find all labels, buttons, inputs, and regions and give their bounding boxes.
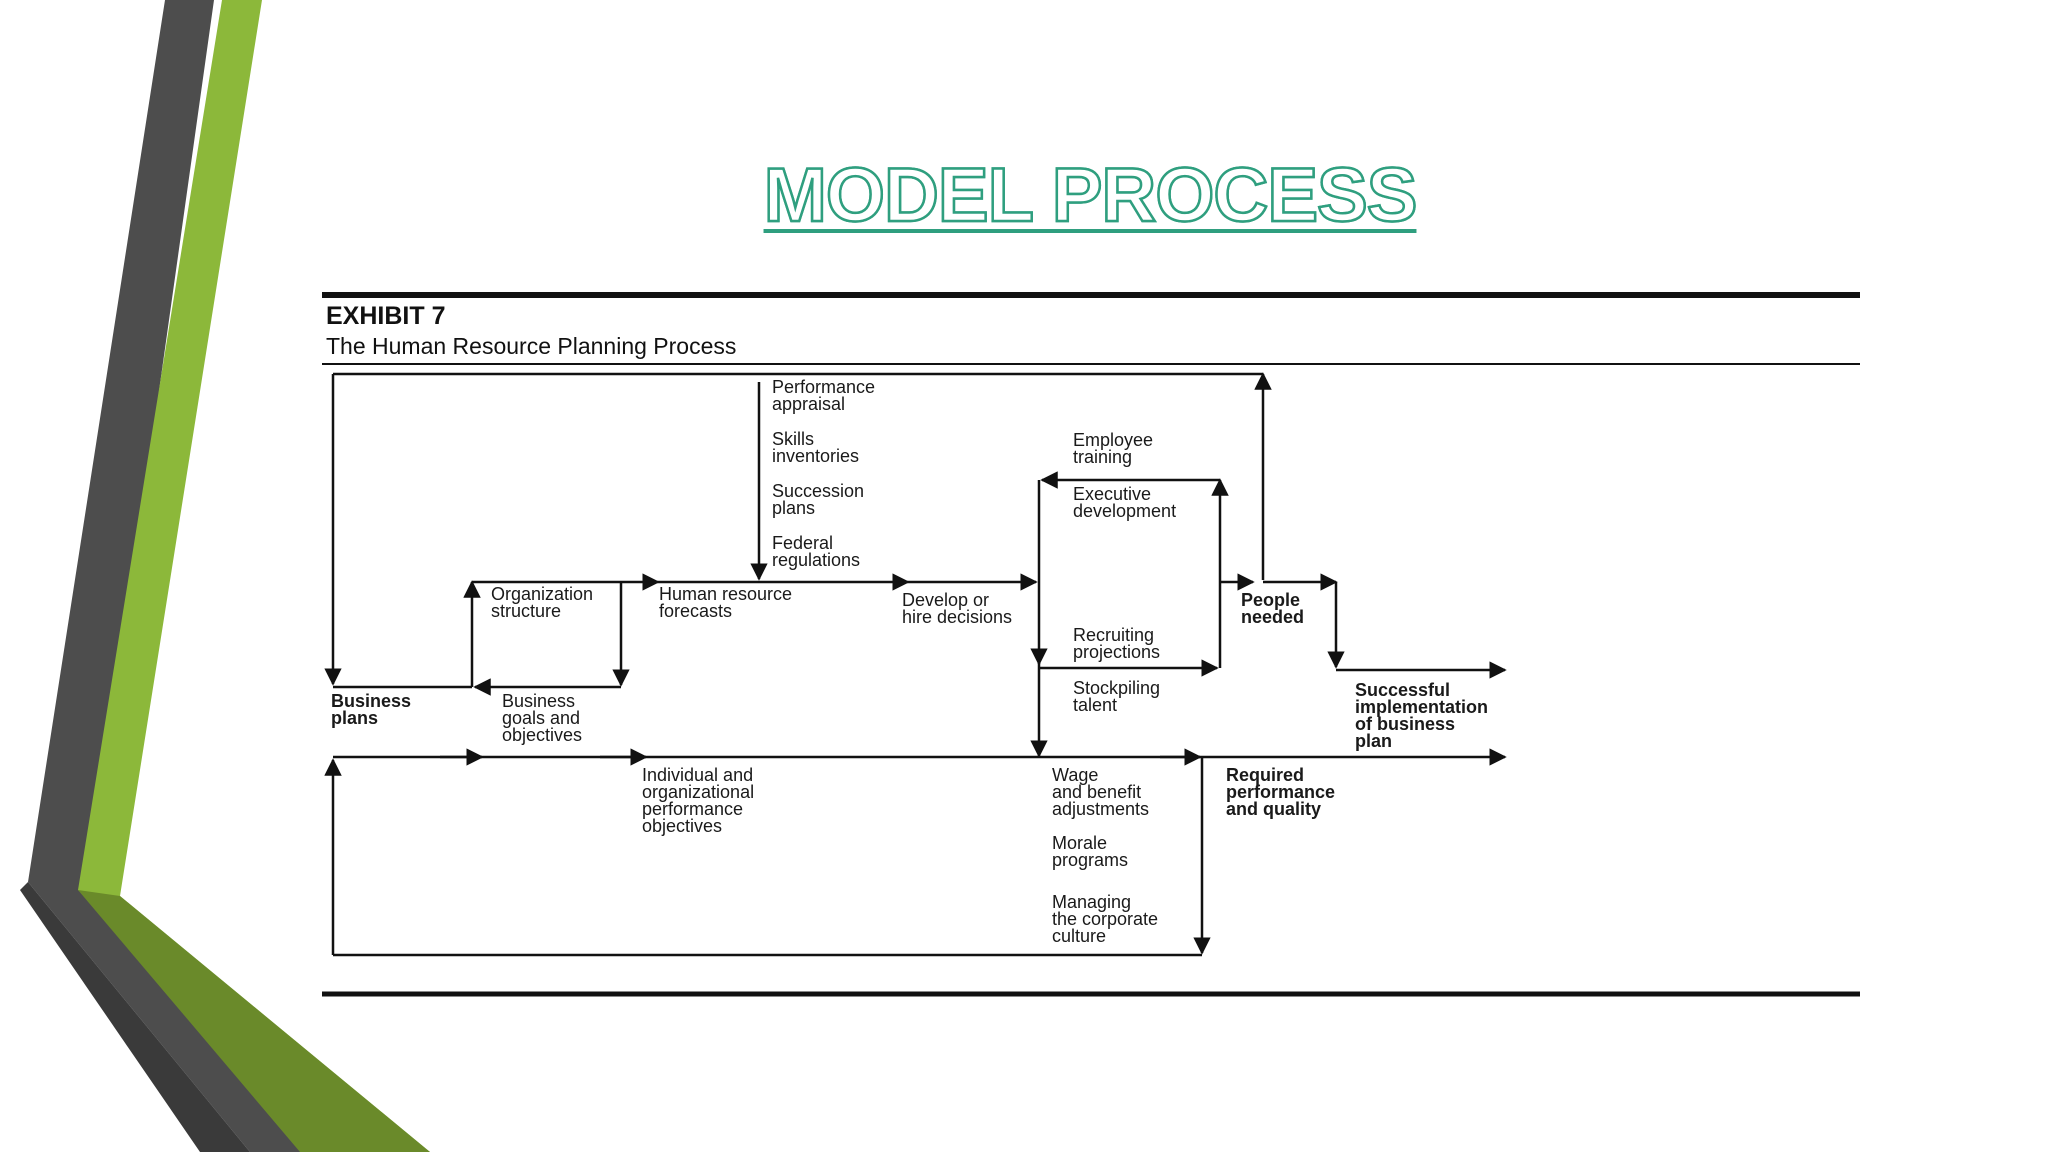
node-individual-objectives: Individual and organizational performanc…	[642, 765, 755, 836]
chevron-dark-green-band	[78, 890, 430, 1152]
node-wage-adjustments: Wage and benefit adjustments	[1052, 765, 1150, 819]
node-successful-implementation: Successful implementation of business pl…	[1355, 680, 1489, 751]
node-executive-development: Executive development	[1073, 484, 1177, 521]
node-people-needed: People needed	[1241, 590, 1305, 627]
slide-title: MODEL PROCESS	[762, 153, 1418, 238]
chevron-green-band	[78, 0, 430, 1152]
node-business-plans: Business plans	[331, 691, 412, 728]
node-skills-inventories: Skills inventories	[772, 429, 860, 466]
node-employee-training: Employee training	[1073, 430, 1154, 467]
chevron-dark-band	[28, 0, 310, 1152]
decorative-chevron	[20, 0, 430, 1152]
exhibit-caption: The Human Resource Planning Process	[326, 333, 737, 359]
node-required-performance: Required performance and quality	[1226, 765, 1336, 819]
node-performance-appraisal: Performance appraisal	[772, 377, 876, 414]
exhibit-id: EXHIBIT 7	[326, 302, 446, 330]
node-morale-programs: Morale programs	[1052, 833, 1129, 870]
node-organization-structure: Organization structure	[491, 584, 594, 621]
node-business-goals: Business goals and objectives	[502, 691, 583, 745]
node-hr-forecasts: Human resource forecasts	[659, 584, 793, 621]
node-federal-regulations: Federal regulations	[772, 533, 861, 570]
node-stockpiling-talent: Stockpiling talent	[1073, 678, 1161, 715]
node-managing-culture: Managing the corporate culture	[1052, 892, 1159, 946]
node-succession-plans: Succession plans	[772, 481, 865, 518]
chevron-shadow-band	[20, 882, 250, 1152]
node-recruiting-projections: Recruiting projections	[1073, 625, 1161, 662]
node-develop-hire: Develop or hire decisions	[902, 590, 1013, 627]
